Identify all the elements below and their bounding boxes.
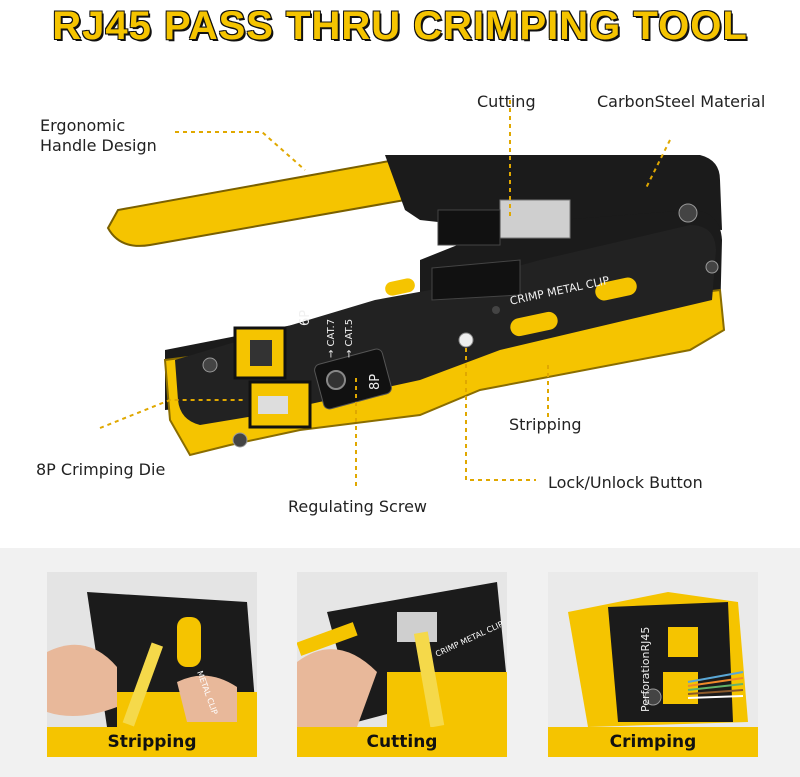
tool-handle — [106, 158, 412, 247]
crimping-demo-image — [548, 572, 758, 727]
regulating-plate — [314, 348, 392, 410]
caption-crimping: Crimping — [609, 732, 697, 752]
callout-stripping: Stripping — [509, 415, 582, 434]
lock-button — [458, 332, 474, 348]
stripping-demo-image: METAL CLIP — [47, 572, 257, 727]
caption-bar-cutting: Cutting — [297, 727, 507, 757]
callout-8p-crimping-die: 8P Crimping Die — [36, 460, 166, 479]
tool-marking-cat7: → CAT.7 — [326, 318, 337, 358]
callout-cutting: Cutting — [477, 92, 536, 111]
caption-bar-stripping: Stripping — [47, 727, 257, 757]
caption-bar-crimping: Crimping — [548, 727, 758, 757]
caption-stripping: Stripping — [107, 732, 197, 752]
cutting-blade — [499, 199, 571, 239]
page-title: RJ45 PASS THRU CRIMPING TOOL — [52, 4, 748, 48]
demo-panel-stripping: METAL CLIP Stripping — [47, 572, 257, 757]
cutting-demo-image: CRIMP METAL CLIP — [297, 572, 507, 728]
callout-ergonomic-handle: Ergonomic Handle Design — [40, 116, 157, 155]
crimp-die-upper — [437, 209, 501, 246]
callout-regulating-screw: Regulating Screw — [288, 497, 427, 516]
usage-demo-strip: METAL CLIP Stripping CRIMP METAL CLIP Cu… — [0, 548, 800, 777]
tool-marking-cat5: → CAT.5 — [344, 318, 355, 358]
caption-cutting: Cutting — [366, 732, 438, 752]
tool-illustration — [99, 100, 726, 488]
regulating-screw — [326, 370, 346, 390]
tool-marking-8p: 8P — [368, 373, 383, 390]
tool-side-plate — [175, 225, 716, 425]
callout-carbon-steel: CarbonSteel Material — [597, 92, 766, 111]
demo-panel-crimping: PerforationRJ45 Crimping — [548, 572, 758, 757]
tool-marking-perforation-rj45: PerforationRJ45 — [639, 626, 652, 712]
tool-marking-6p: 6P — [298, 309, 313, 326]
callout-lock-unlock-button: Lock/Unlock Button — [548, 473, 703, 492]
demo-panel-cutting: CRIMP METAL CLIP Cutting — [297, 572, 507, 757]
crimp-die-lower — [431, 259, 521, 301]
